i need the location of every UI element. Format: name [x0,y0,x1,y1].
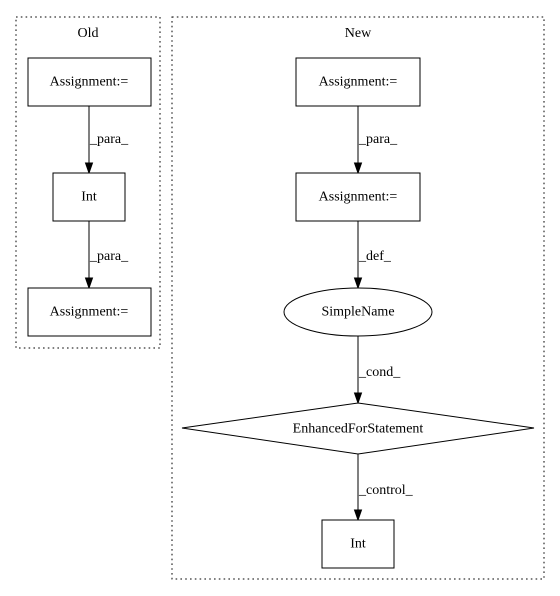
node-old-int: Int [52,172,126,222]
edge-old-int-to-assign: _para_ [84,221,129,290]
node-label: Assignment:= [319,190,398,205]
edge-new-assign-to-assign: _para_ [353,106,398,175]
cluster-old-label: Old [78,26,99,41]
edge-label: _para_ [89,132,129,147]
node-old-assignment-bottom: Assignment:= [27,287,152,337]
node-new-enhancedforstatement: EnhancedForStatement [181,402,535,455]
node-label: EnhancedForStatement [293,422,424,437]
edge-new-for-to-int: _control_ [353,454,414,522]
node-old-assignment-top: Assignment:= [27,57,152,107]
cluster-new-label: New [345,26,372,41]
node-label: Assignment:= [50,75,129,90]
node-label: SimpleName [321,305,394,320]
cluster-new: New [171,16,545,580]
node-new-int: Int [321,519,395,569]
node-label: Int [350,537,366,552]
edge-new-assign-to-simplename: _def_ [353,221,392,290]
node-new-assignment-mid: Assignment:= [295,172,421,222]
edge-old-assign-to-int: _para_ [84,106,129,175]
node-new-assignment-top: Assignment:= [295,57,421,107]
node-new-simplename: SimpleName [283,287,433,337]
cluster-old: Old [15,16,161,349]
edge-label: _control_ [358,483,414,498]
edge-label: _para_ [89,249,129,264]
node-label: Int [81,190,97,205]
edge-new-simplename-to-for: _cond_ [353,336,401,405]
node-label: Assignment:= [50,305,129,320]
edge-label: _def_ [358,249,392,264]
edge-label: _cond_ [358,365,401,380]
edge-label: _para_ [358,132,398,147]
node-label: Assignment:= [319,75,398,90]
